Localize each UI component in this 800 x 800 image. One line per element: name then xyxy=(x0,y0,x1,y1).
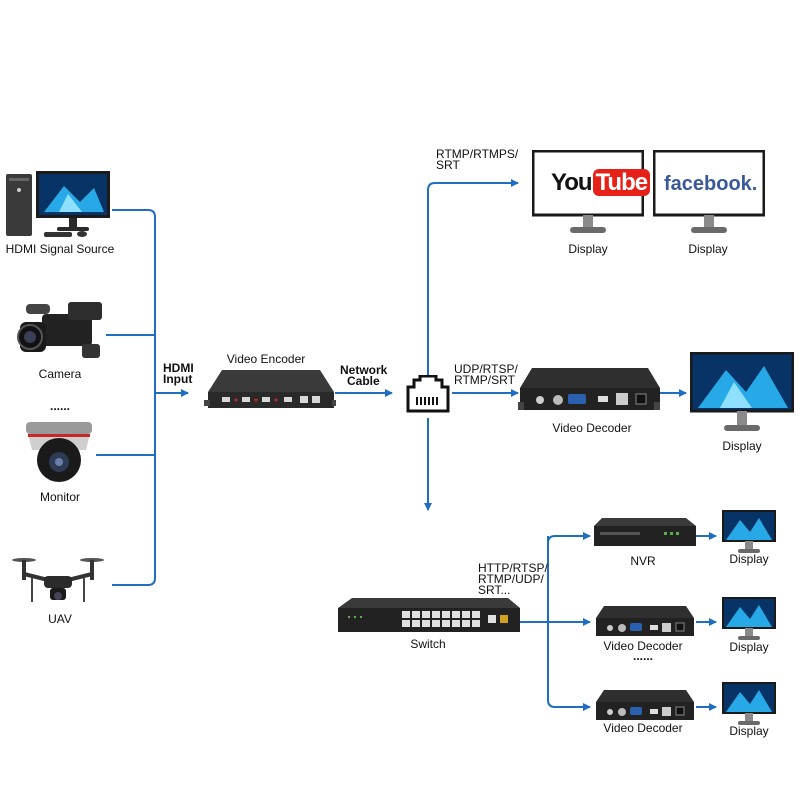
fanout-bus-line xyxy=(547,536,591,711)
http-label-1: HTTP/RTSP/ xyxy=(478,561,548,575)
main-display-monitor xyxy=(690,352,794,431)
network-cable-label-1: Network xyxy=(340,363,388,377)
camera-label: Camera xyxy=(38,367,82,381)
nvr-label: NVR xyxy=(630,554,656,568)
decoder-2-display-label: Display xyxy=(729,640,769,654)
facebook-display-monitor xyxy=(653,150,765,233)
facebook-display-label: Display xyxy=(688,242,728,256)
rtmp-label-1: RTMP/RTMPS/ xyxy=(436,147,519,161)
stream-platform-arrow xyxy=(427,179,519,375)
uav-label: UAV xyxy=(48,612,72,626)
youtube-logo-you: You xyxy=(551,169,593,196)
uav-icon xyxy=(12,558,104,602)
dome-camera-icon xyxy=(26,422,92,482)
video-decoder-2-device xyxy=(596,606,694,636)
hdmi-source-label: HDMI Signal Source xyxy=(5,242,115,256)
encoder-label: Video Encoder xyxy=(226,352,306,366)
switch-label: Switch xyxy=(410,637,446,651)
nvr-arrow xyxy=(547,532,591,544)
decoder-3-display-label: Display xyxy=(729,724,769,738)
video-decoder-3-device xyxy=(596,690,694,720)
source-bus-line xyxy=(112,209,156,586)
video-decoder-device xyxy=(518,368,660,410)
sources-ellipsis: ...... xyxy=(49,399,71,413)
facebook-logo: facebook. xyxy=(664,173,758,195)
decoder-3-display-monitor xyxy=(722,682,776,725)
rtmp-label-2: SRT xyxy=(436,158,460,172)
camera-icon xyxy=(17,302,102,358)
decoder-ellipsis: ...... xyxy=(632,649,654,663)
network-cable-label-2: Cable xyxy=(347,374,380,388)
http-label-3: SRT... xyxy=(478,583,511,597)
udp-label-1: UDP/RTSP/ xyxy=(454,362,518,376)
hdmi-input-label-2: Input xyxy=(163,372,193,386)
decoder-3-label: Video Decoder xyxy=(603,721,683,735)
decoder-main-label: Video Decoder xyxy=(552,421,632,435)
http-label-2: RTMP/UDP/ xyxy=(478,572,544,586)
main-display-label: Display xyxy=(722,439,762,453)
network-switch-device xyxy=(338,598,520,632)
decoder-2-display-monitor xyxy=(722,597,776,640)
decoder-2-label: Video Decoder xyxy=(603,639,683,653)
nvr-display-monitor xyxy=(722,510,776,553)
nvr-display-label: Display xyxy=(729,552,769,566)
rj45-port-icon xyxy=(406,375,450,413)
udp-label-2: RTMP/SRT xyxy=(454,373,515,387)
monitor-label: Monitor xyxy=(39,490,81,504)
nvr-device xyxy=(594,518,696,546)
youtube-logo-tube: Tube xyxy=(592,169,651,196)
youtube-display-label: Display xyxy=(568,242,608,256)
video-encoder-device xyxy=(204,370,336,408)
hdmi-input-label-1: HDMI xyxy=(163,361,194,375)
hdmi-source-icon xyxy=(6,171,110,237)
